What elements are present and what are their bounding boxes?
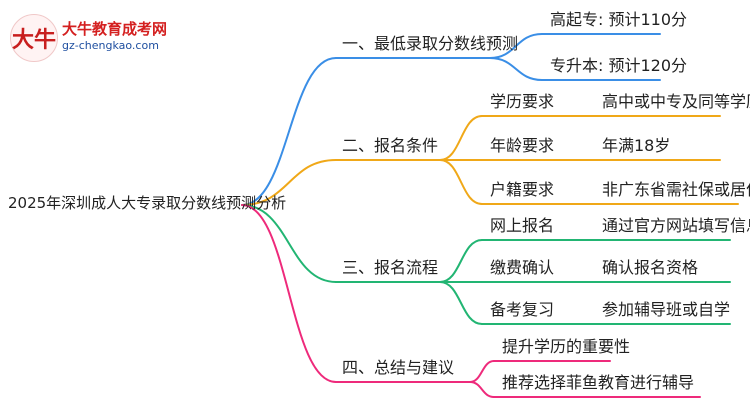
leaf-connector-4-2 (469, 381, 495, 398)
leaf-detail-3-2[interactable]: 确认报名资格 (602, 258, 699, 277)
leaf-detail-3-3[interactable]: 参加辅导班或自学 (602, 300, 731, 319)
branch-topic-3[interactable]: 三、报名流程 (342, 258, 439, 277)
leaf-connector-1-2 (489, 57, 543, 81)
leaf-topic-2-2[interactable]: 年龄要求 (490, 136, 555, 155)
branch-topic-4[interactable]: 四、总结与建议 (342, 358, 455, 377)
branch-topic-2[interactable]: 二、报名条件 (342, 136, 439, 155)
leaf-connector-2-3 (439, 159, 483, 205)
leaf-topic-1-2[interactable]: 专升本: 预计120分 (550, 56, 688, 75)
leaf-topic-3-3[interactable]: 备考复习 (490, 300, 555, 319)
logo-mark-icon: 大牛 (10, 14, 58, 62)
leaf-topic-4-1[interactable]: 提升学历的重要性 (502, 337, 631, 356)
branch-topic-1[interactable]: 一、最低录取分数线预测 (342, 34, 519, 53)
branch-connector-3 (241, 204, 337, 283)
branch-connector-1 (241, 57, 337, 206)
leaf-detail-2-1[interactable]: 高中或中专及同等学历 (602, 92, 750, 111)
leaf-detail-3-1[interactable]: 通过官方网站填写信息 (602, 216, 750, 235)
leaf-detail-2-2[interactable]: 年满18岁 (602, 136, 671, 155)
leaf-topic-1-1[interactable]: 高起专: 预计110分 (550, 10, 688, 29)
leaf-topic-3-1[interactable]: 网上报名 (490, 216, 555, 235)
branch-connector-2 (241, 159, 337, 206)
leaf-topic-4-2[interactable]: 推荐选择菲鱼教育进行辅导 (502, 373, 695, 392)
logo-url: gz-chengkao.com (62, 39, 159, 52)
branch-connector-4 (241, 204, 337, 383)
leaf-connector-1-1 (489, 33, 543, 59)
root-topic[interactable]: 2025年深圳成人大专录取分数线预测分析 (8, 194, 287, 212)
leaf-connector-2-1 (439, 115, 483, 161)
leaf-topic-3-2[interactable]: 缴费确认 (490, 258, 555, 277)
leaf-connector-4-1 (469, 360, 495, 383)
leaf-connector-3-1 (439, 239, 483, 283)
leaf-connector-3-3 (439, 281, 483, 325)
logo-title: 大牛教育成考网 (62, 20, 168, 38)
leaf-detail-2-3[interactable]: 非广东省需社保或居住证 (602, 180, 750, 199)
leaf-topic-2-1[interactable]: 学历要求 (490, 92, 555, 111)
leaf-topic-2-3[interactable]: 户籍要求 (490, 180, 555, 199)
site-logo[interactable]: 大牛 大牛教育成考网 gz-chengkao.com (10, 12, 180, 62)
